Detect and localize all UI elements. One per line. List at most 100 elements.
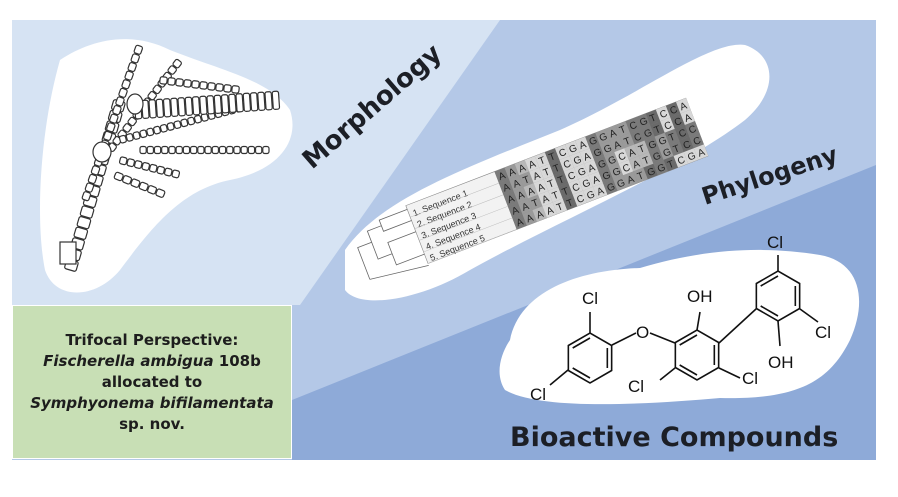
- alignment-cell: [614, 148, 629, 164]
- base-letter: C: [682, 139, 693, 152]
- atom-label: OH: [687, 287, 713, 306]
- alignment-cell: [608, 163, 624, 180]
- algae-cell: [162, 98, 172, 118]
- atom-label: Cl: [815, 323, 831, 342]
- base-letter: C: [562, 158, 573, 171]
- base-letter: G: [568, 143, 579, 156]
- base-letter: G: [611, 166, 622, 179]
- algae-filament-illustration: [59, 44, 281, 272]
- base-letter: A: [517, 162, 527, 175]
- base-letter: A: [591, 174, 601, 187]
- algae-cell: [161, 145, 169, 155]
- alignment-cell: [552, 198, 568, 214]
- alignment-cell: [680, 109, 695, 126]
- base-letter: T: [666, 159, 676, 171]
- base-letter: G: [602, 143, 613, 156]
- algae-cell: [147, 185, 158, 195]
- algae-cell: [172, 58, 182, 69]
- algae-cell: [127, 61, 137, 73]
- alignment-cell: [664, 128, 680, 145]
- algae-cell: [180, 118, 189, 128]
- base-letter: G: [572, 154, 583, 167]
- base-letter: G: [601, 170, 612, 183]
- algae-cell: [167, 77, 176, 86]
- algae-cell: [126, 158, 136, 168]
- algae-cell: [146, 145, 155, 155]
- alignment-cell: [604, 152, 619, 168]
- algae-cell: [159, 76, 168, 85]
- bioactive-compounds-label: Bioactive Compounds: [510, 422, 838, 453]
- algae-cell: [197, 145, 205, 155]
- base-letter: G: [638, 116, 649, 129]
- atom-label: Cl: [582, 289, 598, 308]
- algae-cell: [90, 165, 101, 176]
- alignment-cell: [623, 171, 638, 187]
- alignment-cell: [527, 194, 543, 211]
- bond: [659, 367, 676, 381]
- algae-cell: [187, 116, 196, 126]
- base-letter: T: [637, 143, 647, 155]
- base-letter: A: [527, 159, 537, 172]
- heterocyte: [92, 141, 112, 163]
- alignment-cell: [635, 113, 651, 129]
- base-letter: T: [623, 136, 633, 148]
- base-letter: T: [667, 132, 677, 144]
- algae-cell: [184, 96, 194, 116]
- base-letter: A: [541, 193, 551, 206]
- bond: [777, 320, 781, 347]
- algae-cell: [254, 145, 263, 155]
- alignment-cell: [579, 148, 595, 164]
- alignment-cell: [594, 156, 609, 172]
- base-letter: A: [512, 178, 522, 191]
- algae-cell: [155, 188, 166, 198]
- base-letter: C: [628, 120, 639, 133]
- algae-cell: [118, 134, 127, 144]
- algae-cell: [204, 145, 212, 155]
- alignment-cell: [584, 159, 599, 176]
- algae-cell: [228, 93, 237, 113]
- algae-cell: [122, 175, 133, 185]
- base-letter: C: [575, 193, 586, 206]
- algae-cell: [122, 123, 132, 133]
- base-letter: G: [592, 147, 603, 160]
- alignment-cell: [660, 117, 675, 133]
- base-letter: C: [621, 162, 632, 175]
- base-letter: G: [606, 181, 617, 194]
- atom-label: O: [636, 323, 649, 342]
- algae-cell: [163, 167, 173, 177]
- alignment-cell: [532, 206, 547, 222]
- alignment-cell: [523, 183, 539, 199]
- compound-blob: [499, 249, 860, 405]
- alignment-cell: [625, 117, 641, 133]
- bond: [799, 308, 819, 323]
- base-letter: T: [522, 174, 532, 186]
- algae-cell: [220, 94, 230, 114]
- base-letter: C: [558, 147, 569, 160]
- alignment-cell: [628, 155, 644, 172]
- info-line-4: Symphyonema bifilamentata: [30, 393, 274, 414]
- alignment-cell: [568, 179, 583, 195]
- algae-cell: [118, 87, 128, 98]
- alignment-cell: [585, 132, 600, 149]
- base-letter: T: [653, 124, 663, 136]
- alignment-cell: [595, 128, 610, 145]
- algae-cell: [242, 92, 252, 112]
- base-letter: A: [608, 128, 618, 141]
- base-letter: A: [520, 201, 530, 214]
- base-letter: C: [673, 116, 684, 129]
- base-letter: A: [532, 170, 542, 183]
- algae-cell: [191, 96, 201, 116]
- base-letter: A: [679, 101, 689, 114]
- base-letter: G: [607, 154, 618, 167]
- base-letter: G: [656, 162, 667, 175]
- base-letter: C: [676, 155, 687, 168]
- base-letter: A: [526, 186, 536, 199]
- double-bond: [760, 275, 779, 287]
- base-letter: T: [648, 112, 658, 124]
- base-letter: C: [668, 104, 679, 117]
- alignment-cell: [648, 148, 664, 164]
- base-letter: T: [551, 190, 561, 202]
- base-letter: A: [627, 147, 637, 160]
- alignment-cell: [504, 163, 520, 180]
- algae-cell: [264, 91, 273, 111]
